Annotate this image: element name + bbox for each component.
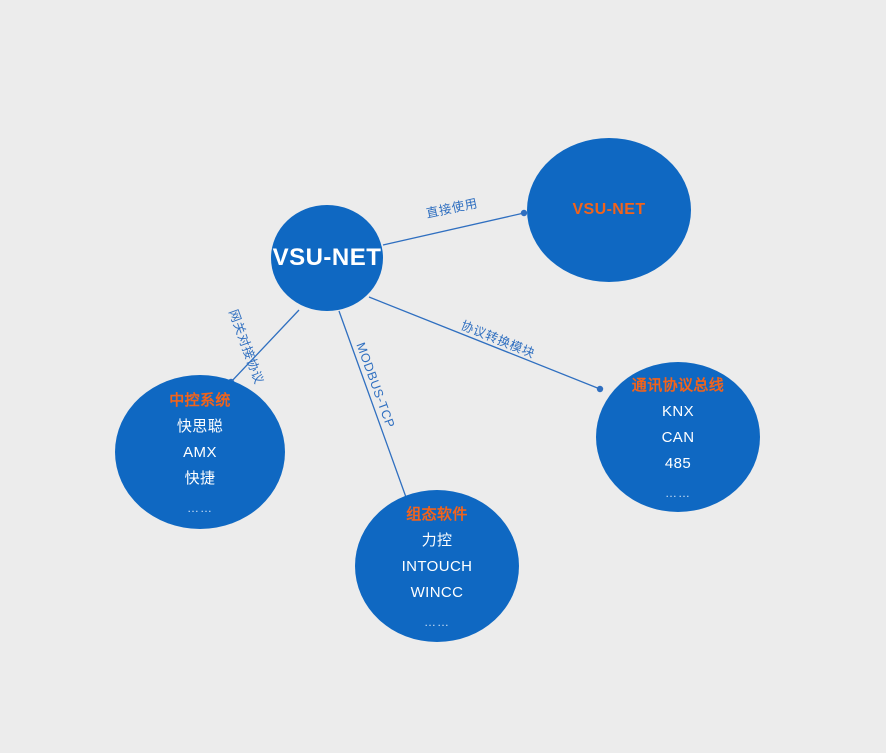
edge-protocol-converter-label: 协议转换模块: [458, 318, 537, 361]
node-bottom-center-title: 组态软件: [406, 506, 468, 523]
edge-direct-use: [382, 212, 525, 246]
node-right-item-2: 485: [664, 455, 692, 472]
edge-modbus-tcp-label: MODBUS-TCP: [353, 340, 398, 430]
node-bottom-center-item-0: 力控: [421, 532, 453, 549]
edge-gateway-protocol-label: 网关对接协议: [226, 307, 267, 387]
node-central-control-system[interactable]: 中控系统 快思聪 AMX 快捷 ……: [115, 375, 285, 529]
node-top-right-title: VSU-NET: [572, 201, 646, 218]
edge-modbus-tcp: [338, 310, 408, 501]
node-right-item-0: KNX: [661, 403, 695, 420]
node-center-title: VSU-NET: [272, 244, 382, 271]
edge-direct-use-label: 直接使用: [424, 196, 480, 221]
node-bottom-center-ellipsis: ……: [424, 615, 450, 629]
node-bottom-center-item-2: WINCC: [410, 584, 464, 601]
node-scada-software[interactable]: 组态软件 力控 INTOUCH WINCC ……: [355, 490, 519, 642]
node-communication-protocol-bus[interactable]: 通讯协议总线 KNX CAN 485 ……: [596, 362, 760, 512]
node-vsu-net-target[interactable]: VSU-NET: [527, 138, 691, 282]
node-bottom-center-item-1: INTOUCH: [401, 558, 473, 575]
node-right-item-1: CAN: [661, 429, 695, 446]
node-bottom-left-title: 中控系统: [169, 392, 231, 409]
edge-protocol-converter-arrowhead: [596, 385, 604, 393]
node-vsu-net-center[interactable]: VSU-NET: [271, 205, 383, 311]
node-right-ellipsis: ……: [665, 486, 691, 500]
node-bottom-left-item-2: 快捷: [184, 470, 216, 487]
node-bottom-left-item-0: 快思聪: [176, 418, 224, 435]
node-right-title: 通讯协议总线: [631, 377, 725, 394]
node-bottom-left-ellipsis: ……: [187, 501, 213, 515]
node-bottom-left-item-1: AMX: [183, 444, 217, 461]
